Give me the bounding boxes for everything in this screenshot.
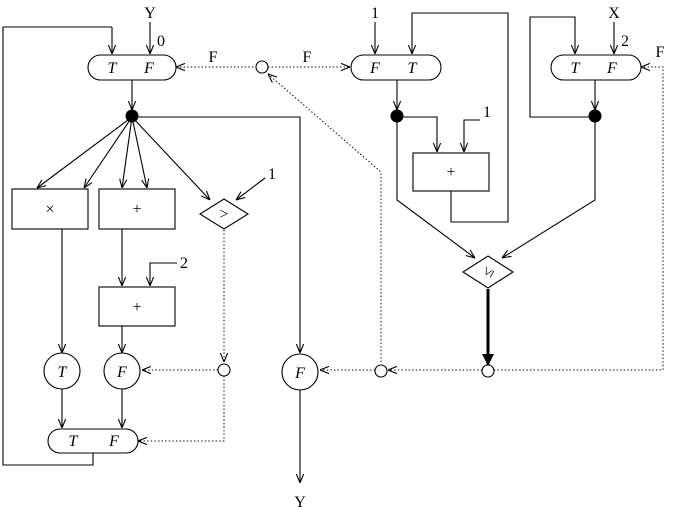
edge-counter-feedback bbox=[412, 12, 509, 223]
node-add-second: + bbox=[98, 286, 176, 327]
merge-counter-false-label: F bbox=[369, 60, 380, 77]
edge-fork-to-add-b bbox=[131, 116, 147, 188]
gate-true-label: T bbox=[58, 364, 68, 381]
split-node-middle bbox=[374, 364, 388, 378]
edge-fork-to-compare bbox=[131, 116, 210, 200]
ctrl-to-bottom-merge bbox=[138, 376, 225, 441]
node-multiply: × bbox=[11, 188, 89, 230]
dotted-edges bbox=[138, 67, 664, 441]
merge-y-false-label: F bbox=[143, 60, 154, 77]
split-node-right bbox=[481, 364, 495, 378]
label-f-far-right: F bbox=[656, 44, 665, 61]
label-const-2-x: 2 bbox=[621, 33, 629, 50]
gate-false-label: F bbox=[116, 364, 127, 381]
ctrl-far-right-to-merge-x bbox=[494, 67, 664, 371]
edge-fork-to-multiply-a bbox=[37, 116, 133, 188]
edge-const1-to-add bbox=[464, 119, 480, 152]
fork-dot-counter bbox=[390, 109, 404, 123]
edge-labels: Y 0 1 X 2 1 1 2 F F F Y bbox=[144, 5, 664, 511]
split-node-top bbox=[255, 60, 269, 74]
add-right-label: + bbox=[446, 164, 455, 181]
node-gate-false: F bbox=[103, 352, 141, 390]
merge-y-true-label: T bbox=[108, 60, 118, 77]
fork-dot-left bbox=[125, 109, 139, 123]
greater-than-label: > bbox=[219, 206, 228, 223]
node-gate-output: F bbox=[281, 353, 319, 391]
edge-x-fork-to-compare bbox=[502, 117, 596, 258]
merge-x-false-label: F bbox=[606, 60, 617, 77]
merge-bottom-false-label: F bbox=[108, 433, 119, 450]
edge-const2-to-add bbox=[150, 262, 177, 286]
edge-counter-to-compare bbox=[396, 117, 475, 258]
label-const-1-add: 1 bbox=[483, 104, 491, 121]
merge-x-true-label: T bbox=[571, 60, 581, 77]
label-const-1-compare: 1 bbox=[268, 166, 276, 183]
label-const-2-add: 2 bbox=[180, 255, 188, 272]
edge-counter-fork-to-add bbox=[397, 116, 437, 152]
add-second-label: + bbox=[132, 299, 141, 316]
node-merge-bottom: T F bbox=[47, 428, 139, 454]
edge-fork-to-multiply-b bbox=[84, 116, 133, 188]
solid-edges bbox=[2, 12, 614, 483]
edge-outer-loop bbox=[2, 26, 112, 466]
edge-x-feedback bbox=[529, 16, 595, 118]
node-merge-y: T F bbox=[87, 54, 177, 81]
node-add-left: + bbox=[98, 188, 176, 230]
edge-fork-to-add-a bbox=[122, 116, 133, 188]
node-merge-counter: F T bbox=[350, 54, 442, 81]
label-const-1-loop: 1 bbox=[371, 5, 379, 22]
node-gate-true: T bbox=[43, 352, 81, 390]
merge-counter-true-label: T bbox=[408, 60, 418, 77]
node-greater-than: > bbox=[198, 198, 250, 230]
edge-fork-to-output-gate bbox=[132, 116, 300, 353]
fork-dot-x bbox=[588, 109, 602, 123]
label-f-left: F bbox=[209, 49, 218, 66]
add-left-label: + bbox=[132, 201, 141, 218]
node-less-equal: ≤ bbox=[461, 255, 515, 289]
multiply-label: × bbox=[45, 201, 54, 218]
split-node-compare bbox=[217, 363, 231, 377]
node-add-right: + bbox=[412, 152, 490, 192]
label-const-0: 0 bbox=[157, 33, 165, 50]
edge-const-to-compare bbox=[236, 177, 266, 200]
label-input-y: Y bbox=[144, 5, 156, 22]
merge-bottom-true-label: T bbox=[69, 433, 79, 450]
node-merge-x: T F bbox=[550, 54, 642, 81]
label-f-right: F bbox=[303, 49, 312, 66]
label-output-y: Y bbox=[294, 494, 306, 511]
gate-output-label: F bbox=[294, 365, 305, 382]
label-input-x: X bbox=[608, 5, 620, 22]
